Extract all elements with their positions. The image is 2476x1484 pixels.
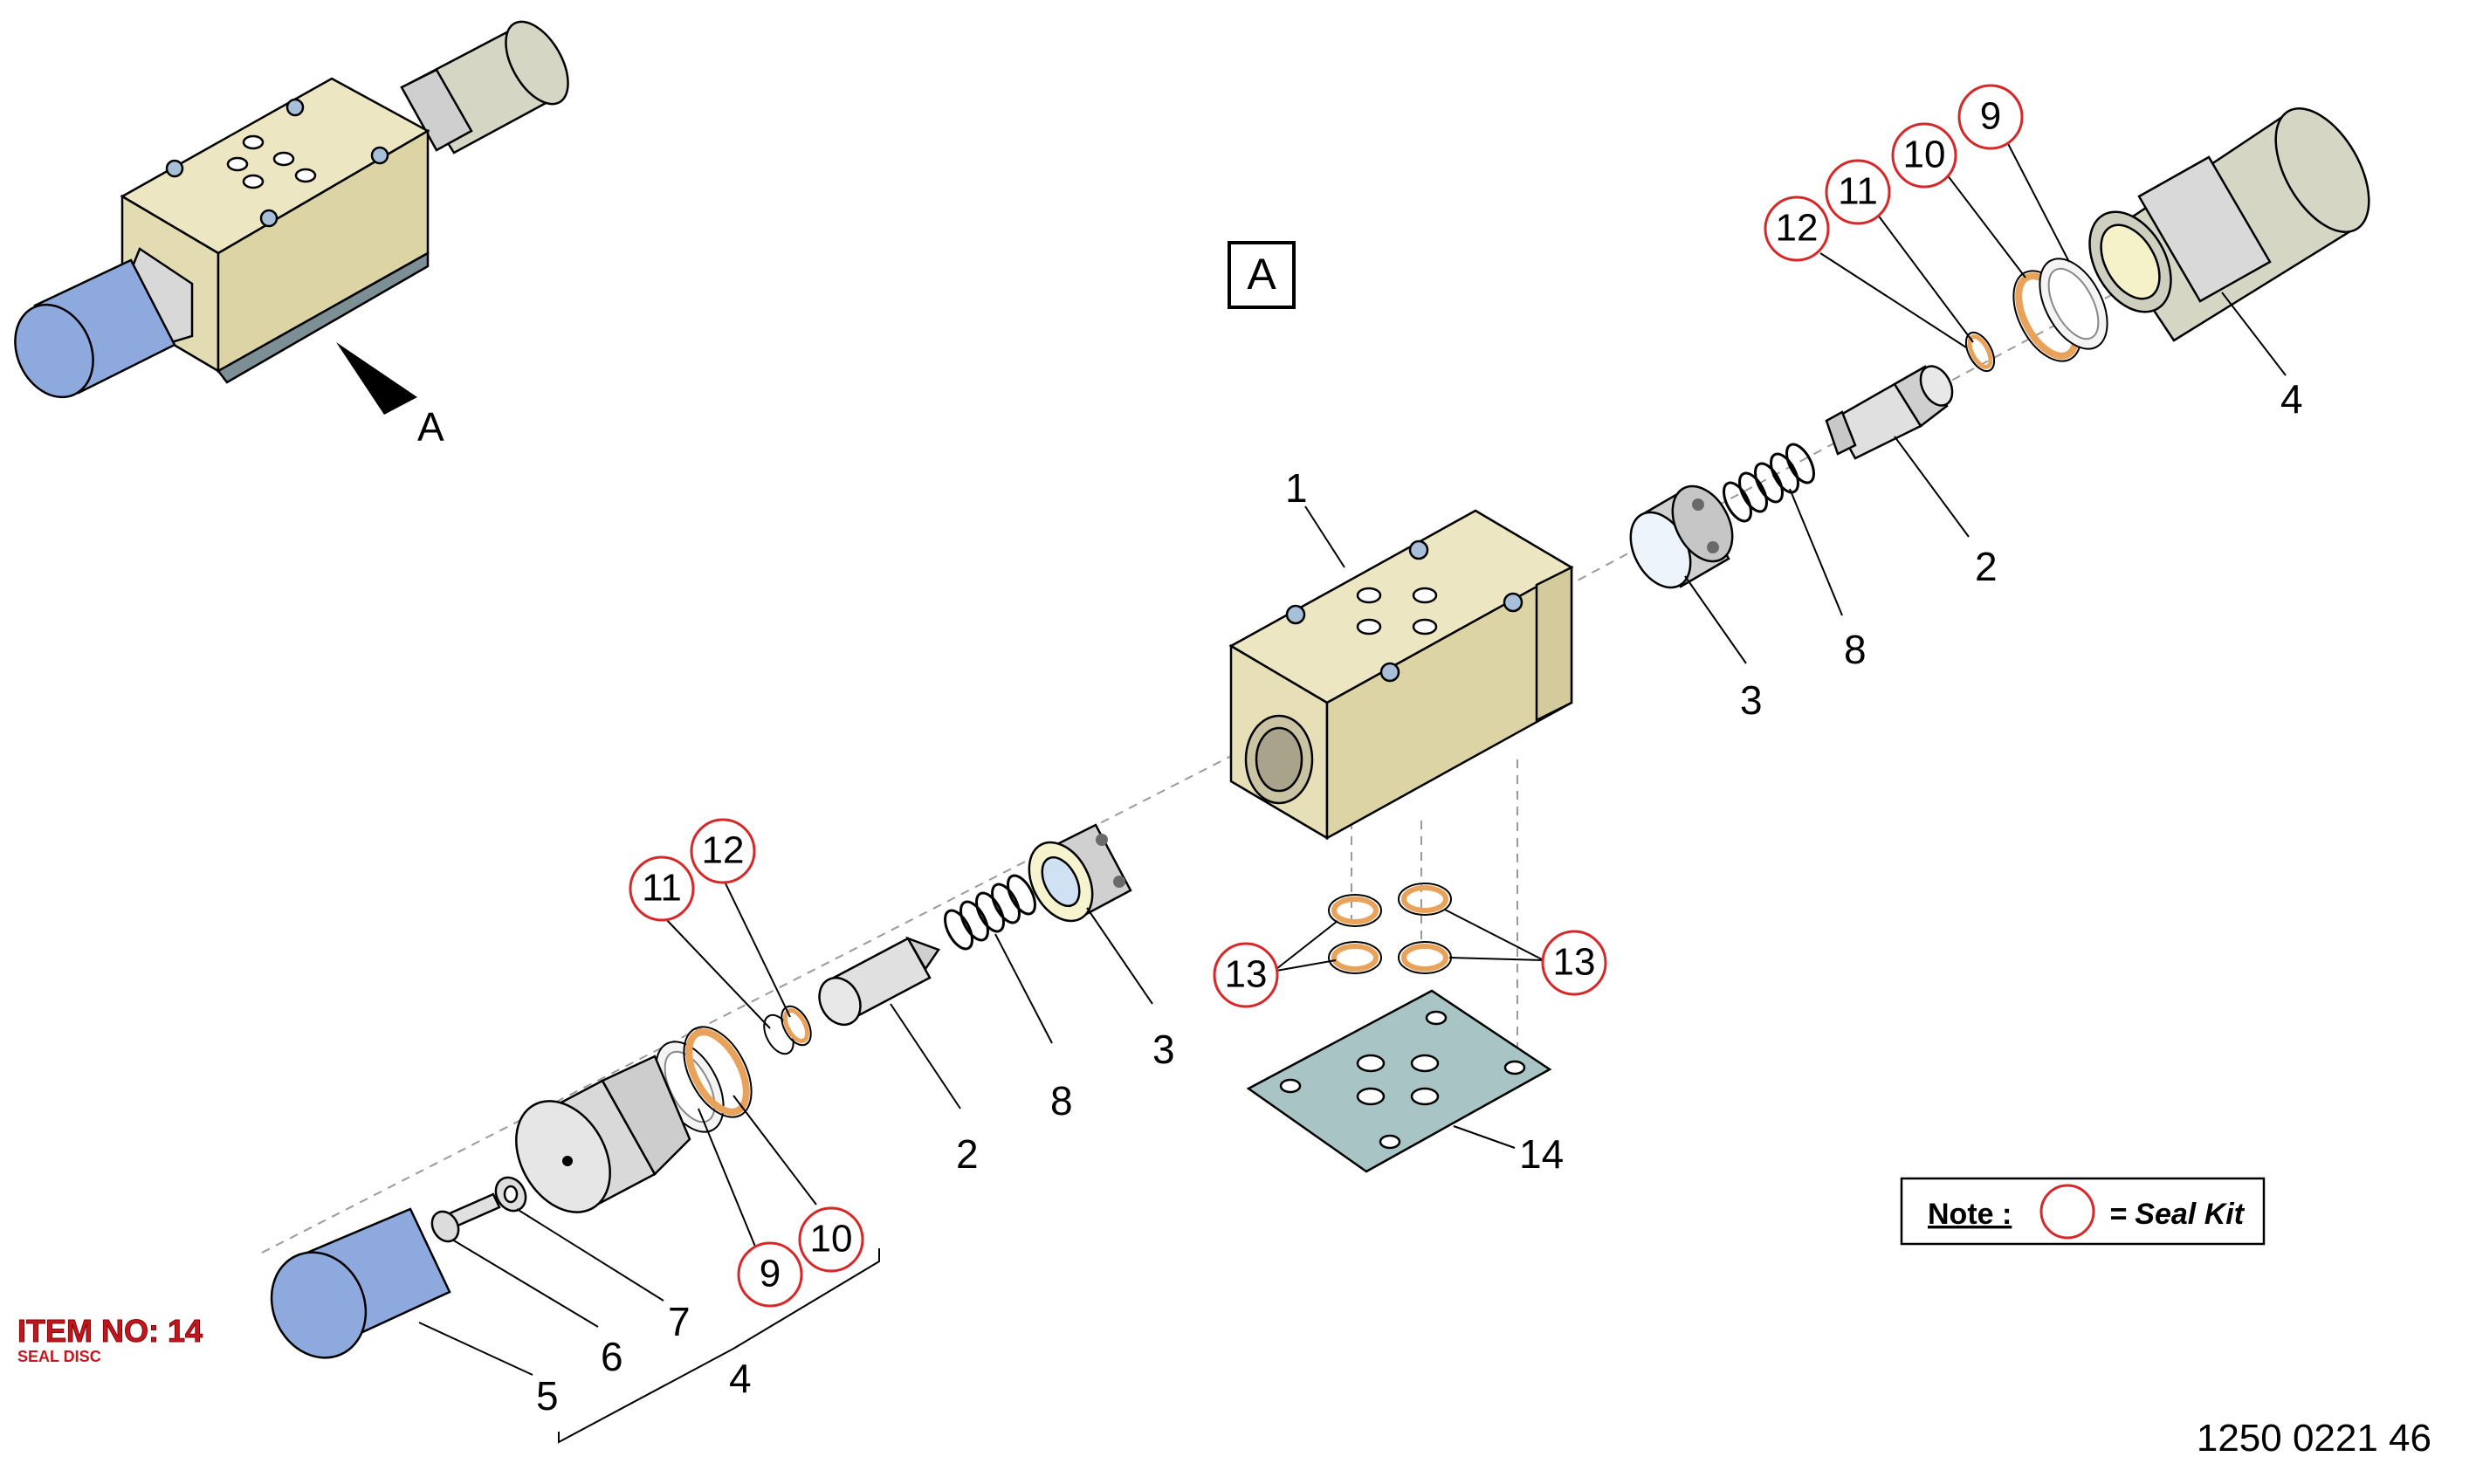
seal-callout-9-right: 9 [1957,84,2024,150]
left-poppet-2 [818,936,940,1027]
note-text: = Seal Kit [2109,1198,2246,1231]
svg-text:10: 10 [810,1218,853,1261]
seal-kit-note: Note : = Seal Kit [1900,1177,2266,1246]
svg-text:11: 11 [1838,170,1878,213]
left-screw-6 [430,1192,501,1243]
seal-disc-gasket-14 [1246,989,1552,1173]
right-cylinder-4 [2088,107,2370,342]
assembly-bracket-4: 4 [558,1248,880,1444]
right-poppet-2 [1825,365,1954,460]
label-1: 1 [1285,465,1308,511]
right-seals [1964,258,2108,373]
left-spring-8 [944,874,1036,951]
label-3-left: 3 [1152,1027,1175,1072]
drawing-number: 1250 0221 46 [2197,1417,2431,1460]
left-adjuster-housing [515,1055,691,1213]
seal-kit-legend-circle [2039,1184,2095,1240]
item-number-stamp: ITEM NO: 14 SEAL DISC [17,1313,203,1366]
item-stamp-title: ITEM NO: 14 [17,1313,203,1349]
label-8-left: 8 [1050,1078,1073,1123]
svg-text:9: 9 [1980,95,2001,138]
svg-text:13: 13 [1553,941,1596,984]
assembly-axes [261,265,2166,1254]
seal-callout-13-right: 13 [1541,930,1607,996]
seal-callout-10-right: 10 [1891,122,1957,189]
view-arrow-letter: A [417,404,444,450]
inset-right-cylinder [400,20,569,155]
label-3-right: 3 [1740,677,1763,723]
svg-text:13: 13 [1225,953,1268,996]
view-marker-box: A [1228,241,1296,309]
label-5: 5 [536,1373,559,1419]
o-rings-13 [1328,883,1452,974]
seal-callout-13-left: 13 [1213,942,1279,1008]
svg-text:11: 11 [642,867,682,910]
valve-body [1228,509,1574,841]
svg-text:10: 10 [1903,134,1946,176]
item-stamp-subtitle: SEAL DISC [17,1348,101,1365]
svg-text:9: 9 [760,1253,781,1295]
label-14: 14 [1519,1131,1564,1177]
label-8-right: 8 [1844,627,1867,672]
seal-callout-11-left: 11 [629,855,695,922]
label-4-left: 4 [729,1356,752,1401]
view-arrow-a: A [336,342,444,450]
note-label: Note : [1928,1198,2012,1231]
right-seat-3 [1629,484,1734,589]
seal-callout-12-left: 12 [690,818,756,884]
assembled-inset-view: A [14,20,569,450]
seal-callout-12-right: 12 [1764,196,1830,262]
svg-text:12: 12 [702,829,745,872]
seal-callout-9-left: 9 [737,1241,803,1308]
right-spring-8 [1723,443,1815,523]
seal-callout-10-left: 10 [798,1206,864,1273]
left-seat-3 [1028,823,1132,923]
label-7: 7 [668,1299,691,1344]
left-cap-5 [270,1207,451,1359]
inset-left-knob [14,247,194,399]
label-4-right: 4 [2280,376,2303,422]
label-2-left: 2 [956,1131,979,1177]
label-2-right: 2 [1975,544,1998,589]
label-6: 6 [601,1334,623,1379]
left-nut-7 [494,1176,527,1213]
seal-callout-11-right: 11 [1825,159,1891,225]
svg-text:12: 12 [1776,207,1819,250]
view-marker-letter: A [1247,250,1276,299]
